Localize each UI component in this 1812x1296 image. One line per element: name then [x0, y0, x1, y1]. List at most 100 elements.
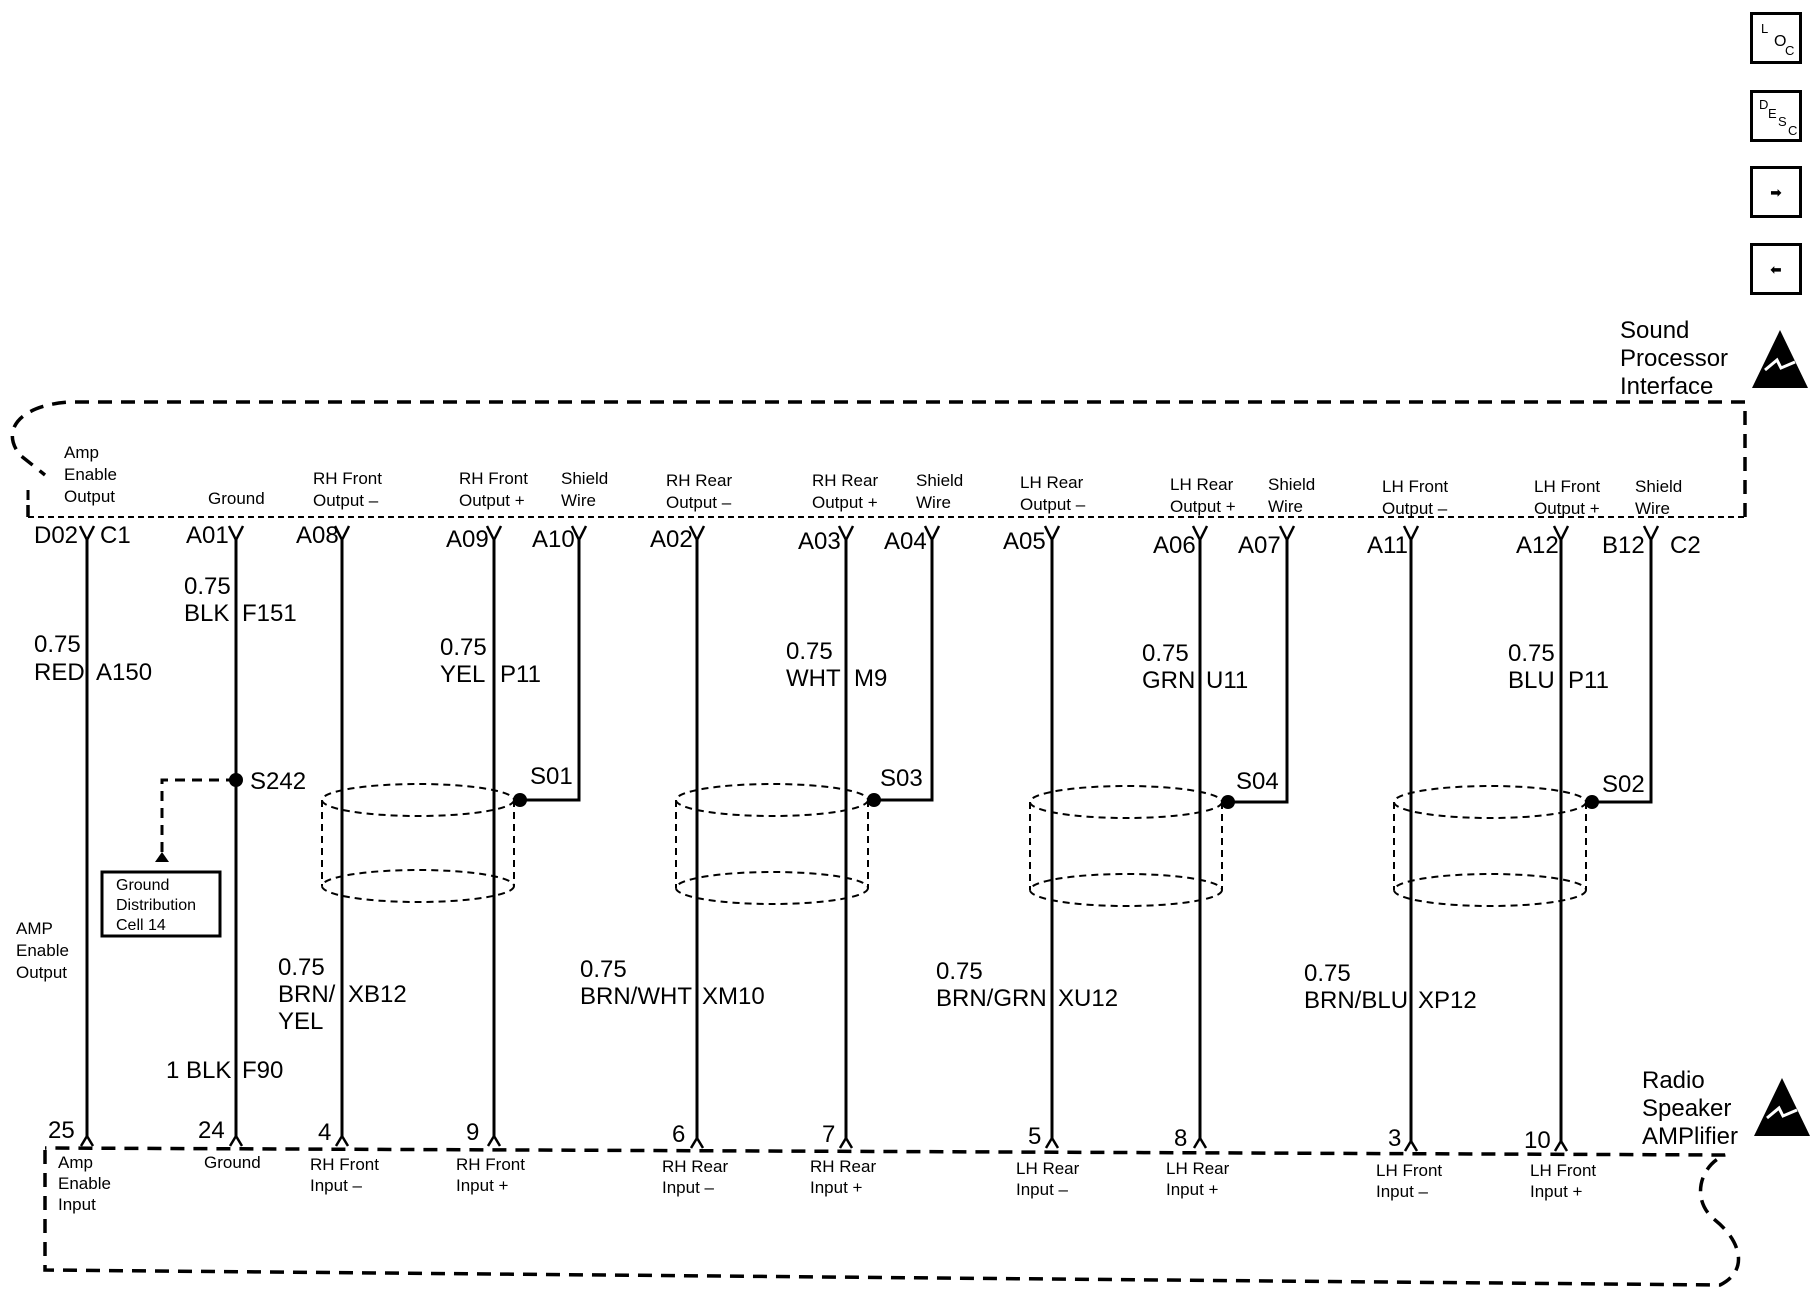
wire-gauge-color: 0.75 BLK — [184, 573, 237, 627]
bottom-pin-header: LH Rear Input – — [1016, 1159, 1084, 1199]
pin-number: D02 — [34, 522, 78, 549]
top-pin-header: Shield Wire — [1635, 477, 1687, 518]
splice-dot — [867, 793, 881, 807]
wire-circuit: M9 — [854, 665, 887, 692]
desc-letter: C — [1788, 123, 1798, 138]
wire-shield-a10 — [520, 540, 581, 802]
esd-warning-icon — [1754, 1078, 1810, 1136]
wire-gauge-color: 0.75 RED — [34, 631, 87, 686]
desc-letter: S — [1778, 114, 1787, 129]
wire-circuit: XM10 — [702, 983, 765, 1010]
wire-circuit: U11 — [1206, 667, 1248, 694]
pin-number: A12 — [1516, 532, 1559, 559]
pin-number: A07 — [1238, 532, 1281, 559]
pin-number: 10 — [1524, 1127, 1551, 1154]
pin-number: A10 — [532, 526, 575, 553]
bottom-pin-headers: Amp Enable Input Ground RH Front Input –… — [58, 1153, 1601, 1214]
wire-gauge-color: 0.75 BLU — [1508, 640, 1561, 694]
bottom-pin-header: LH Rear Input + — [1166, 1159, 1234, 1199]
description-button[interactable]: D E S C — [1750, 90, 1802, 142]
desc-letter: E — [1768, 106, 1777, 121]
wire-gauge-color: 0.75 BRN/ YEL — [278, 954, 342, 1035]
wire-circuit: XU12 — [1058, 985, 1118, 1012]
pin-number: 8 — [1174, 1125, 1187, 1152]
top-pin-header: RH Rear Output – — [666, 471, 737, 512]
pin-number: A03 — [798, 528, 841, 555]
ground-ref-arrow-icon — [155, 852, 169, 862]
pin-number: 24 — [198, 1117, 225, 1144]
top-pin-headers: Amp Enable Output Ground RH Front Output… — [64, 443, 1687, 518]
top-pin-header: Ground — [208, 489, 265, 508]
bottom-pin-header: RH Front Input + — [456, 1155, 530, 1195]
splice-label: S242 — [250, 768, 306, 795]
shield-rh-rear — [675, 783, 869, 905]
bottom-connector-carets — [79, 1133, 1569, 1152]
top-connector-forks — [78, 525, 1660, 543]
pin-number: 3 — [1388, 1125, 1401, 1152]
top-pin-header: LH Rear Output + — [1170, 475, 1238, 516]
top-pin-header: Shield Wire — [561, 469, 613, 510]
sound-processor-title: Sound Processor Interface — [1620, 317, 1735, 400]
pin-number: A05 — [1003, 528, 1046, 555]
pin-number: A06 — [1153, 532, 1196, 559]
loc-letter: O — [1774, 33, 1787, 50]
bottom-pin-header: LH Front Input + — [1530, 1161, 1601, 1201]
wire-gauge-color: 0.75 GRN — [1142, 640, 1195, 694]
top-pin-header: RH Front Output + — [459, 469, 533, 510]
loc-letter: L — [1761, 21, 1769, 36]
pin-number: 9 — [466, 1119, 479, 1146]
wire-circuit: XB12 — [348, 981, 407, 1008]
pin-number: A08 — [296, 522, 339, 549]
shield-rh-front — [321, 783, 515, 903]
bottom-pin-header: Ground — [204, 1153, 261, 1172]
left-arrow-icon: ⬅ — [1770, 261, 1782, 277]
wire-circuit: F151 — [242, 600, 297, 627]
pin-number: 7 — [822, 1121, 835, 1148]
pin-number: A04 — [884, 528, 927, 555]
pin-number: A11 — [1367, 532, 1408, 559]
connector-id: C2 — [1670, 532, 1701, 559]
splice-label: S03 — [880, 765, 923, 792]
wire-gauge-color: 0.75 YEL — [440, 634, 493, 688]
ground-ref-box[interactable] — [100, 870, 222, 938]
bottom-pin-header: RH Rear Input + — [810, 1157, 881, 1197]
wire-circuit: A150 — [96, 659, 152, 686]
splice-label: S04 — [1236, 768, 1279, 795]
top-pin-header: RH Rear Output + — [812, 471, 883, 512]
bottom-pin-header: Amp Enable Input — [58, 1153, 116, 1214]
splice-dot — [229, 773, 243, 787]
wire-shield-a07 — [1228, 540, 1289, 804]
top-pin-header: RH Front Output – — [313, 469, 387, 510]
splices: S242 S01 S03 S04 S02 — [229, 763, 1645, 809]
bottom-pin-numbers: 25 24 4 9 6 7 5 8 3 10 — [48, 1117, 1551, 1154]
top-pin-header: Shield Wire — [1268, 475, 1320, 516]
wire-gauge-color: 0.75 BRN/BLU — [1304, 960, 1408, 1014]
wire-gauge-color: 0.75 BRN/WHT — [580, 956, 692, 1010]
wire-shield-b12 — [1592, 540, 1653, 804]
pin-number: A01 — [186, 522, 229, 549]
pin-number: A02 — [650, 526, 693, 553]
splice-label: S01 — [530, 763, 573, 790]
previous-page-button[interactable]: ⬅ — [1750, 243, 1802, 295]
esd-warning-icon — [1752, 330, 1808, 388]
location-button[interactable]: L O C — [1750, 12, 1802, 64]
pin-number: 4 — [318, 1119, 331, 1146]
wire-shield-a04 — [874, 540, 934, 802]
connector-id: C1 — [100, 522, 131, 549]
wire-circuit: P11 — [1568, 667, 1609, 694]
top-pin-header: LH Front Output – — [1382, 477, 1453, 518]
desc-letter: D — [1759, 97, 1769, 112]
bottom-pin-header: RH Rear Input – — [662, 1157, 733, 1197]
top-pin-header: Shield Wire — [916, 471, 968, 512]
top-pin-header: Amp Enable Output — [64, 443, 122, 506]
next-page-button[interactable]: ➡ — [1750, 166, 1802, 218]
bottom-pin-header: RH Front Input – — [310, 1155, 384, 1195]
splice-label: S02 — [1602, 771, 1645, 798]
right-arrow-icon: ➡ — [1770, 184, 1782, 200]
top-pin-header: LH Rear Output – — [1020, 473, 1088, 514]
wire-circuit: F90 — [242, 1057, 283, 1084]
pin-number: 25 — [48, 1117, 75, 1144]
pin-number: B12 — [1602, 532, 1645, 559]
wire-labels: 0.75 RED A150 0.75 BLK F151 0.75 YEL P11… — [34, 573, 1609, 1084]
